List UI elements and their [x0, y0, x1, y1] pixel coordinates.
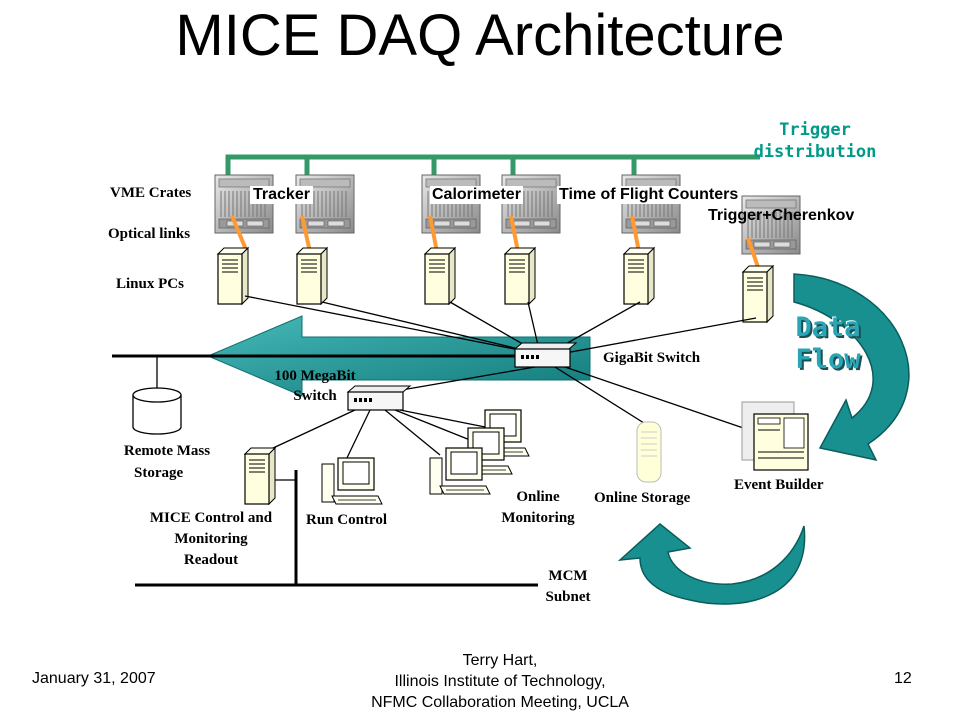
page-number: 12 — [894, 670, 912, 687]
online-storage-label: Online Storage — [594, 490, 691, 506]
megabit-switch — [346, 385, 412, 411]
vme-crates-label: VME Crates — [110, 185, 192, 201]
gigabit-switch-label: GigaBit Switch — [603, 350, 701, 366]
tracker-label: Tracker — [250, 186, 313, 204]
optical-links — [230, 215, 761, 271]
event-builder-label: Event Builder — [734, 477, 824, 493]
remote-mass-storage-icon — [132, 356, 182, 435]
gigabit-switch — [513, 342, 578, 368]
linux-pcs — [217, 247, 774, 323]
event-builder-icon — [741, 401, 809, 471]
time-of-flight-label: Time of Flight Counters — [557, 186, 741, 204]
mice-control-pc — [244, 447, 276, 505]
curved-data-flow-arrow — [793, 273, 910, 462]
calorimeter-label: Calorimeter — [430, 186, 523, 204]
gigabit-to-lower-links — [389, 366, 756, 433]
online-monitoring-workstations — [429, 409, 530, 495]
trigger-distribution-lines — [225, 154, 760, 178]
linux-pcs-label: Linux PCs — [116, 276, 184, 292]
trigger-cherenkov-label: Trigger+Cherenkov — [708, 207, 855, 224]
bottom-curved-arrow — [617, 523, 806, 605]
footer-author: Terry Hart, Illinois Institute of Techno… — [371, 652, 629, 711]
run-control-label: Run Control — [306, 512, 387, 528]
footer-date: January 31, 2007 — [32, 670, 156, 687]
online-storage-icon — [636, 421, 662, 483]
slide-title: MICE DAQ Architecture — [175, 3, 785, 68]
pc-to-switch-links — [244, 295, 757, 355]
run-control-workstation — [321, 457, 383, 505]
optical-links-label: Optical links — [108, 226, 191, 242]
